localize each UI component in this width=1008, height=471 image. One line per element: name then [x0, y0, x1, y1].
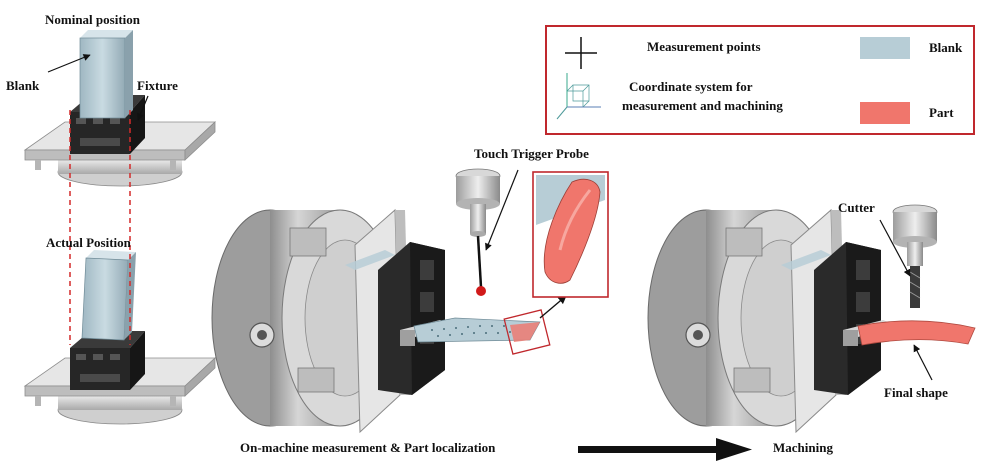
alignment-lines [69, 110, 131, 345]
step-measurement-label: On-machine measurement & Part localizati… [240, 440, 496, 455]
blank-label: Blank [6, 78, 40, 93]
legend-part-label: Part [929, 105, 954, 120]
final-part-shape [857, 320, 976, 346]
nominal-position-label: Nominal position [45, 12, 140, 27]
axes-cube-icon [556, 73, 601, 120]
probe-leader [485, 169, 519, 251]
cutter-label: Cutter [838, 200, 875, 215]
blank-plate-nominal [79, 30, 133, 119]
legend-coordinate-system-line2: measurement and machining [622, 98, 783, 113]
milling-cutter [892, 204, 938, 308]
final-shape-leader [913, 344, 933, 381]
touch-trigger-probe-label: Touch Trigger Probe [474, 146, 589, 161]
fixture-leader [137, 95, 149, 121]
nominal-fixture-assembly [23, 30, 217, 187]
actual-position-label: Actual Position [46, 235, 131, 250]
measurement-chuck-assembly [211, 168, 567, 434]
legend-blank-swatch [860, 37, 910, 59]
legend-box: Measurement points Coordinate system for… [545, 25, 975, 135]
final-shape-label: Final shape [884, 385, 948, 400]
fixture-label: Fixture [137, 78, 178, 93]
part-zoom-inset [532, 171, 609, 298]
arrow-right-icon [578, 438, 752, 461]
blank-plate-actual [81, 250, 136, 341]
legend-measurement-points: Measurement points [647, 39, 761, 54]
legend-coordinate-system-line1: Coordinate system for [629, 79, 753, 94]
machining-chuck-assembly [647, 204, 976, 434]
plus-cross-icon [565, 37, 597, 69]
blank-sheet-measured [413, 309, 551, 355]
zoom-arrow [539, 295, 567, 319]
legend-blank-label: Blank [929, 40, 963, 55]
blank-leader [47, 54, 91, 73]
actual-fixture-assembly [23, 250, 217, 425]
step-machining-label: Machining [773, 440, 833, 455]
touch-trigger-probe [455, 168, 501, 296]
cutter-leader [879, 219, 911, 277]
legend-part-swatch [860, 102, 910, 124]
